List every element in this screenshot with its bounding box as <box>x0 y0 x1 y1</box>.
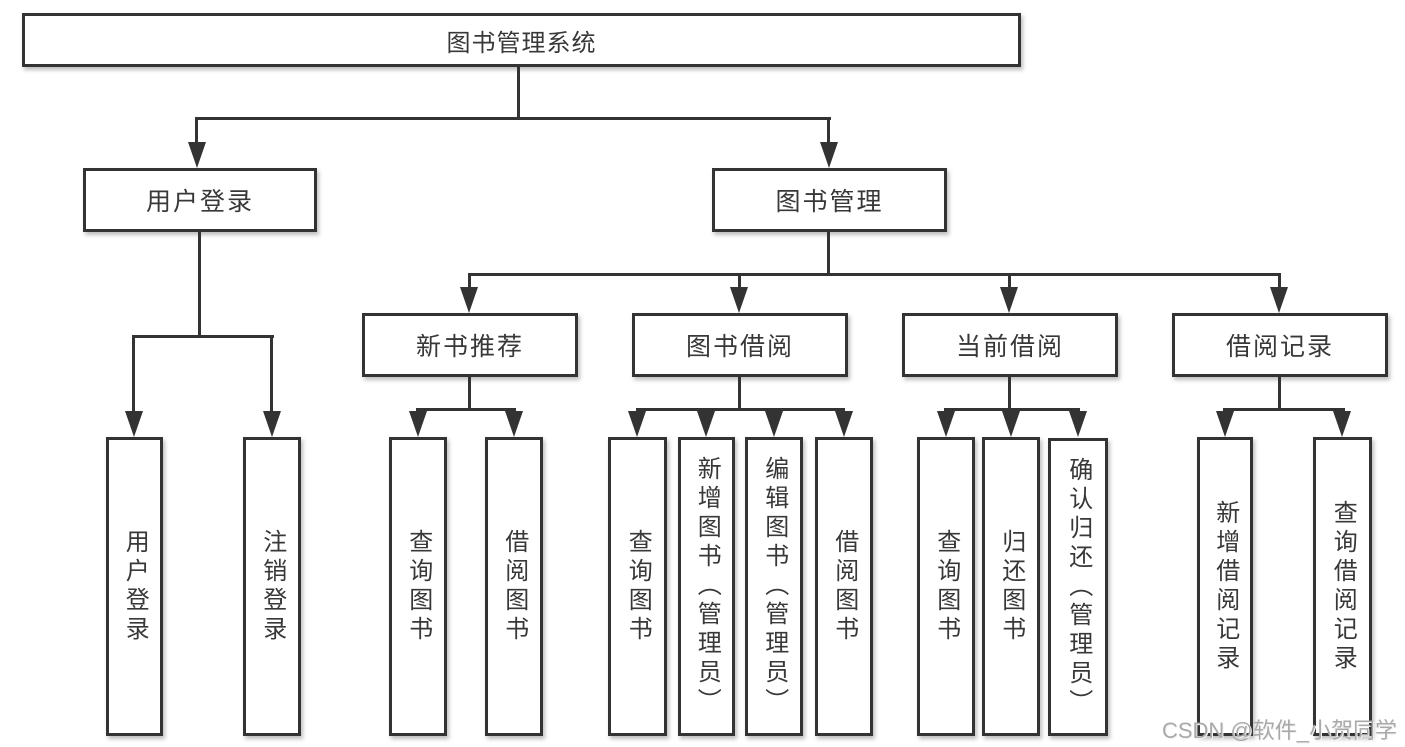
csdn-watermark: CSDN @软件_小贺同学 <box>1161 718 1397 743</box>
node-book-borrowing: 图书借阅 <box>632 313 848 377</box>
leaf-query-books-recommend: 查询图书 <box>389 437 447 736</box>
connector-line <box>416 408 516 411</box>
leaf-label: 查询图书 <box>404 528 432 645</box>
connector-line <box>827 231 830 275</box>
connector-line <box>827 117 830 147</box>
node-borrowing-records: 借阅记录 <box>1172 313 1388 377</box>
leaf-label: 新增图书（管理员） <box>693 456 721 717</box>
connector-line <box>944 408 1080 411</box>
arrow-down-icon <box>460 287 478 313</box>
leaf-label: 查询图书 <box>932 528 960 645</box>
leaf-label: 编辑图书（管理员） <box>760 456 788 717</box>
leaf-query-borrow-record: 查询借阅记录 <box>1313 437 1372 736</box>
leaf-user-login: 用户登录 <box>106 437 163 736</box>
arrow-down-icon <box>125 411 143 437</box>
leaf-logout: 注销登录 <box>243 437 301 736</box>
leaf-borrow-books-recommend: 借阅图书 <box>485 437 543 736</box>
node-user-login: 用户登录 <box>83 168 317 232</box>
arrow-down-icon <box>1069 411 1087 437</box>
arrow-down-icon <box>188 142 206 168</box>
connector-line <box>468 273 1281 276</box>
connector-line <box>738 273 741 291</box>
arrow-down-icon <box>820 142 838 168</box>
leaf-edit-book-admin: 编辑图书（管理员） <box>745 437 803 736</box>
arrow-down-icon <box>409 411 427 437</box>
arrow-down-icon <box>505 411 523 437</box>
leaf-confirm-return-admin: 确认归还（管理员） <box>1048 438 1108 736</box>
leaf-label: 借阅图书 <box>830 528 858 645</box>
connector-line <box>195 117 198 147</box>
node-book-management: 图书管理 <box>712 168 947 232</box>
arrow-down-icon <box>697 411 715 437</box>
leaf-label: 新增借阅记录 <box>1211 499 1239 674</box>
connector-line <box>133 335 274 338</box>
leaf-label: 借阅图书 <box>500 528 528 645</box>
leaf-borrow-books-borrowing: 借阅图书 <box>815 437 873 736</box>
connector-line <box>1223 408 1345 411</box>
leaf-add-borrow-record: 新增借阅记录 <box>1197 437 1253 736</box>
arrow-down-icon <box>937 411 955 437</box>
connector-line <box>468 273 471 291</box>
arrow-down-icon <box>1270 287 1288 313</box>
connector-line <box>1278 375 1281 410</box>
node-root-system: 图书管理系统 <box>22 13 1021 67</box>
leaf-label: 用户登录 <box>121 528 149 645</box>
leaf-label: 查询图书 <box>624 528 652 645</box>
connector-line <box>270 335 273 415</box>
leaf-label: 确认归还（管理员） <box>1064 456 1092 718</box>
leaf-return-book: 归还图书 <box>982 437 1040 736</box>
arrow-down-icon <box>730 287 748 313</box>
leaf-query-books-borrowing: 查询图书 <box>608 437 667 736</box>
arrow-down-icon <box>1333 411 1351 437</box>
node-new-book-recommend: 新书推荐 <box>362 313 578 377</box>
connector-line <box>1008 375 1011 410</box>
connector-line <box>738 375 741 410</box>
leaf-query-books-current: 查询图书 <box>917 437 975 736</box>
connector-line <box>636 408 845 411</box>
connector-line <box>517 66 520 119</box>
connector-line <box>196 117 831 120</box>
connector-line <box>198 230 201 337</box>
arrow-down-icon <box>628 411 646 437</box>
arrow-down-icon <box>1216 411 1234 437</box>
leaf-label: 归还图书 <box>997 528 1025 645</box>
connector-line <box>132 335 135 415</box>
connector-line <box>1008 273 1011 291</box>
leaf-label: 注销登录 <box>258 528 286 645</box>
arrow-down-icon <box>1000 287 1018 313</box>
connector-line <box>468 375 471 410</box>
arrow-down-icon <box>263 411 281 437</box>
arrow-down-icon <box>1002 411 1020 437</box>
connector-line <box>1278 273 1281 291</box>
leaf-add-book-admin: 新增图书（管理员） <box>678 437 735 736</box>
arrow-down-icon <box>765 411 783 437</box>
leaf-label: 查询借阅记录 <box>1329 499 1357 674</box>
arrow-down-icon <box>835 411 853 437</box>
node-current-borrowing: 当前借阅 <box>902 313 1118 377</box>
